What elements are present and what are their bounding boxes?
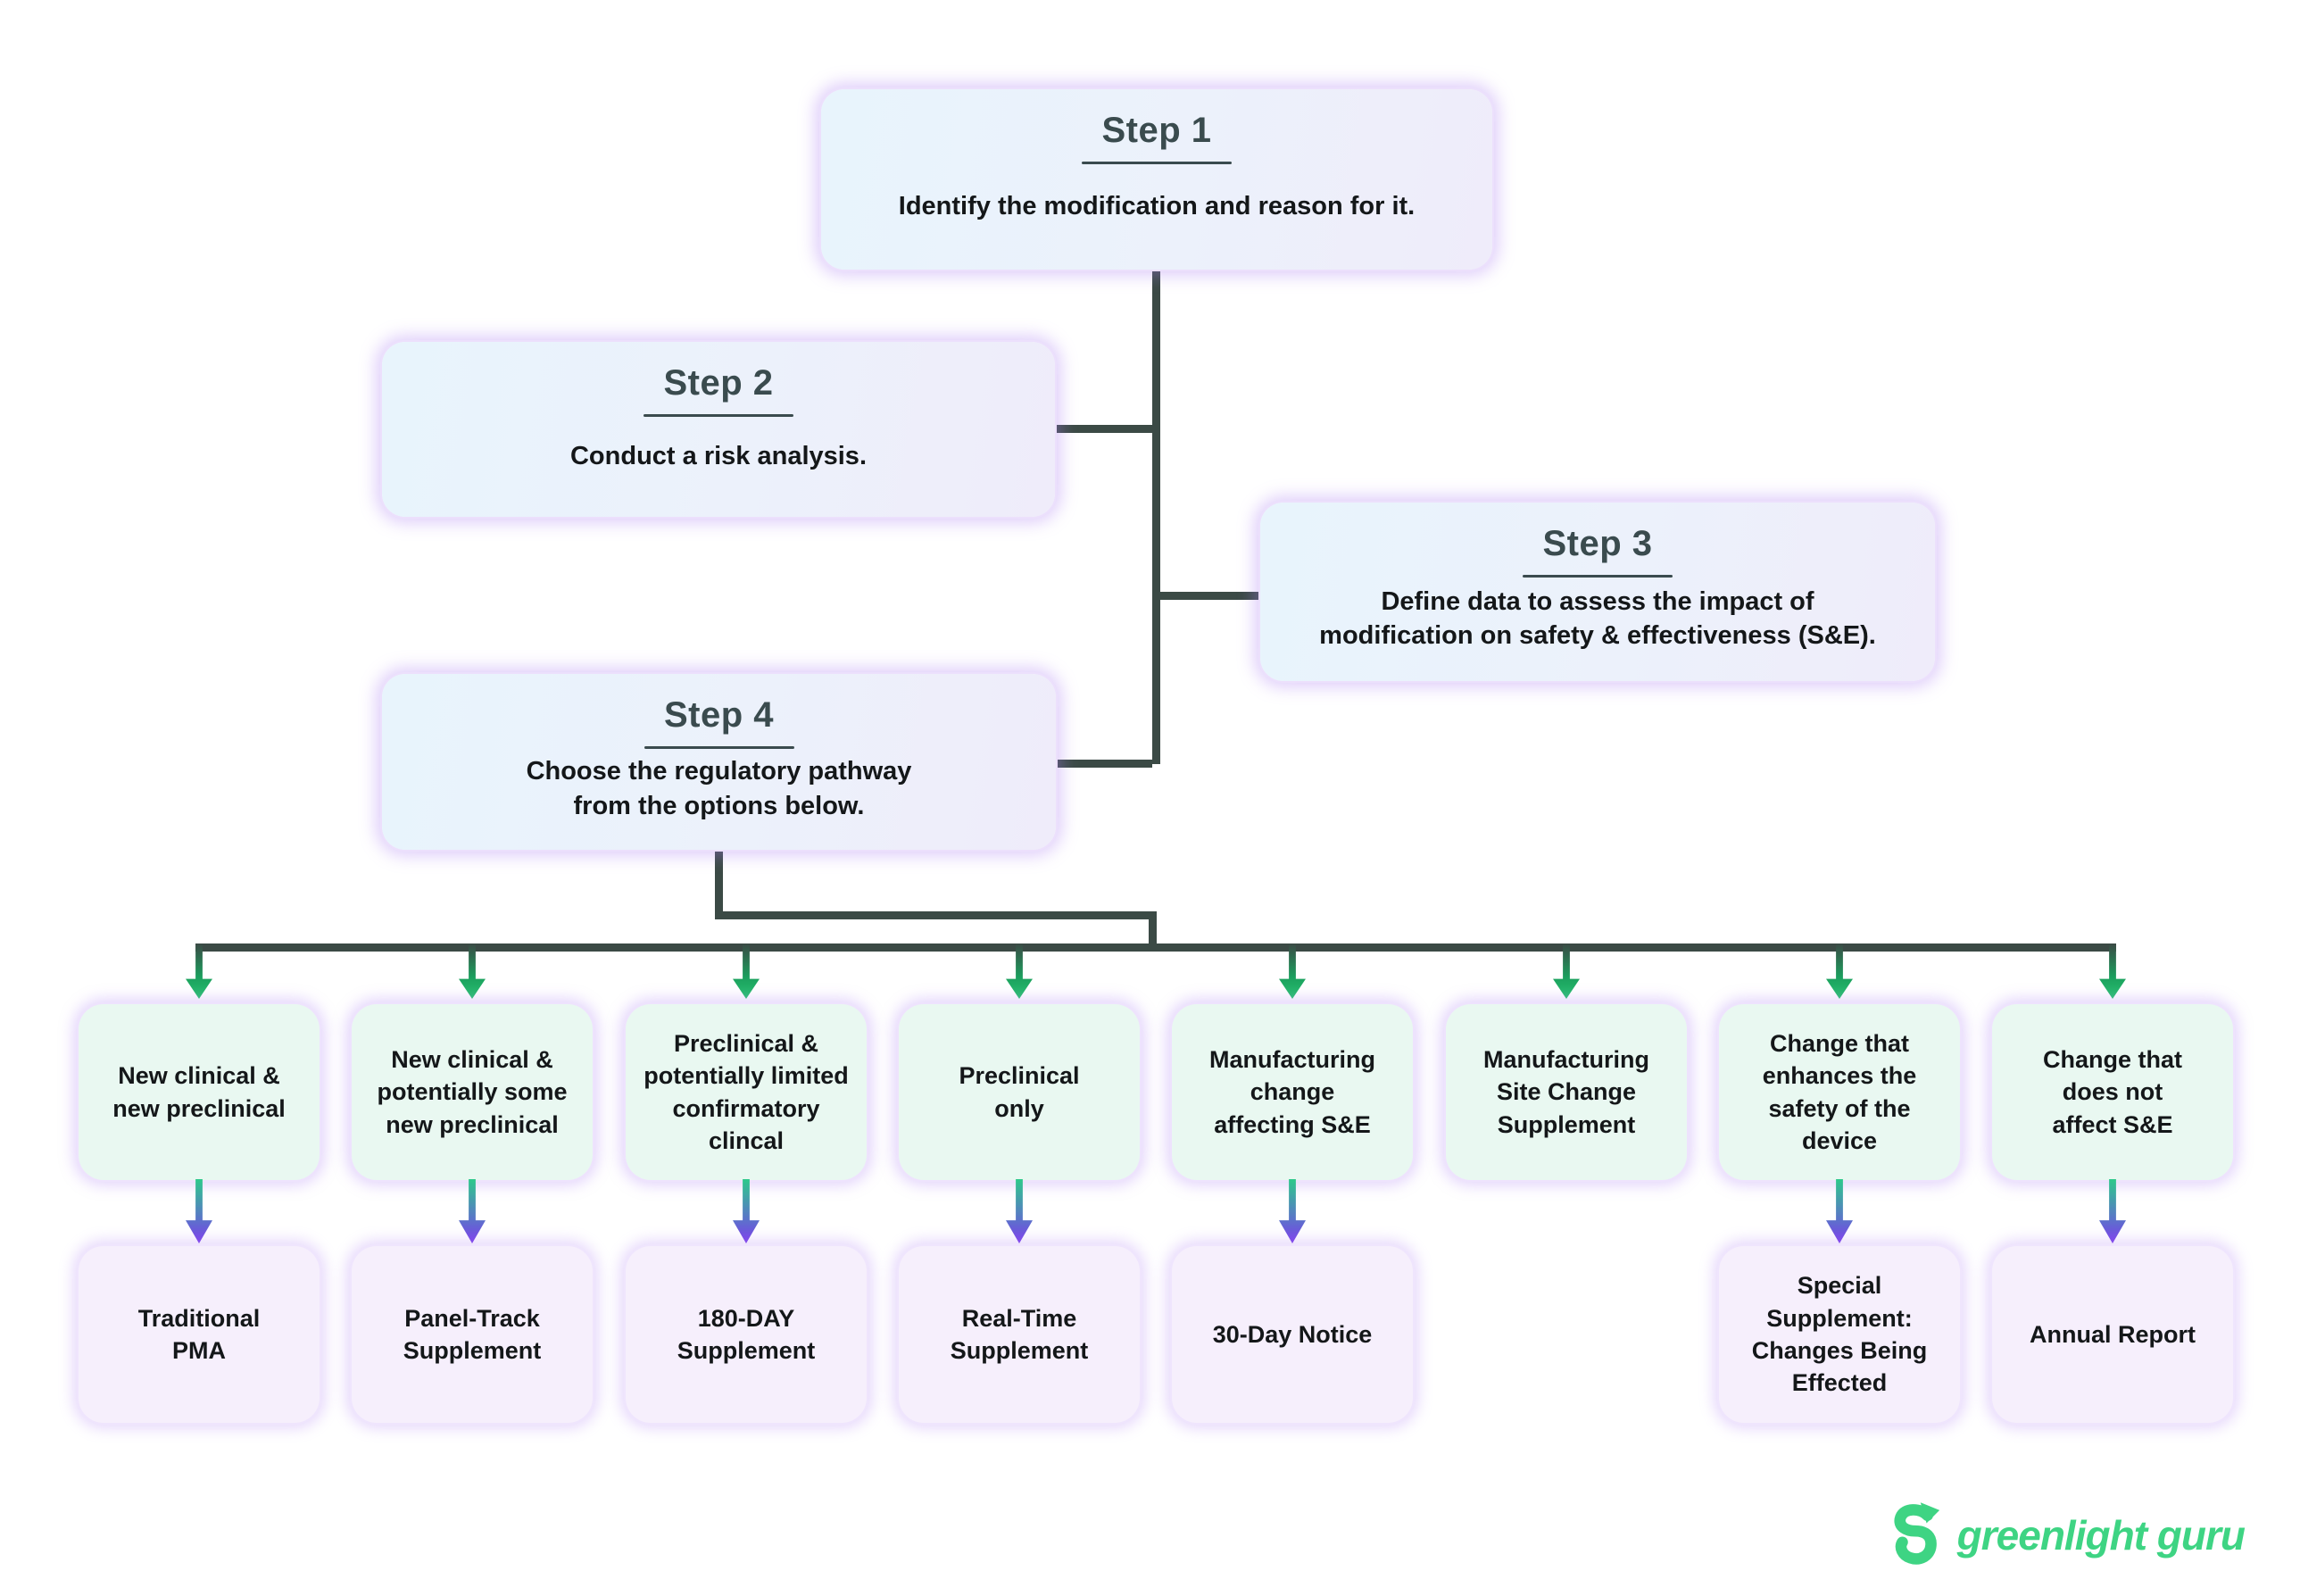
- arrow-down-icon: [1826, 943, 1853, 999]
- result-box-annual-report: Annual Report: [1992, 1246, 2233, 1423]
- arrow-down-icon: [1279, 1179, 1306, 1243]
- step-2-title: Step 2: [663, 363, 774, 403]
- arrow-down-icon: [733, 1179, 760, 1243]
- step-1-title: Step 1: [1101, 111, 1212, 150]
- step-3-title-underline: [1523, 575, 1673, 578]
- step-1-text: Identify the modification and reason for…: [898, 191, 1416, 220]
- connector-line: [1149, 911, 1157, 952]
- greenlight-guru-logo: greenlight guru: [1888, 1501, 2246, 1569]
- arrow-down-icon: [733, 943, 760, 999]
- option-box-new-clinical-some-preclinical: New clinical & potentially some new prec…: [352, 1004, 593, 1180]
- option-box-preclinical-only: Preclinical only: [899, 1004, 1140, 1180]
- step-4-title: Step 4: [663, 695, 775, 735]
- result-box-panel-track-supplement: Panel-Track Supplement: [352, 1246, 593, 1423]
- step-3-text: Define data to assess the impact of modi…: [1319, 586, 1876, 650]
- step-4-box: Step 4 Choose the regulatory pathway fro…: [382, 674, 1056, 850]
- option-box-new-clinical-new-preclinical: New clinical & new preclinical: [79, 1004, 320, 1180]
- step-3-box: Step 3 Define data to assess the impact …: [1260, 503, 1935, 681]
- connector-line: [1055, 425, 1152, 433]
- connector-line: [715, 846, 723, 916]
- connector-line: [1056, 760, 1152, 768]
- step-2-text: Conduct a risk analysis.: [569, 441, 867, 470]
- step-1-title-underline: [1082, 162, 1232, 164]
- arrow-down-icon: [2099, 943, 2126, 999]
- arrow-down-icon: [1006, 943, 1033, 999]
- arrow-down-icon: [459, 943, 486, 999]
- greenlight-guru-wordmark: greenlight guru: [1956, 1512, 2246, 1559]
- arrow-down-icon: [459, 1179, 486, 1243]
- connector-line: [715, 911, 1157, 919]
- step-2-title-underline: [644, 414, 793, 417]
- result-box-traditional-pma: Traditional PMA: [79, 1246, 320, 1423]
- arrow-down-icon: [1553, 943, 1580, 999]
- step-4-text: Choose the regulatory pathway from the o…: [526, 757, 912, 820]
- step-3-title: Step 3: [1542, 524, 1653, 563]
- option-box-change-does-not-affect-se: Change that does not affect S&E: [1992, 1004, 2233, 1180]
- arrow-down-icon: [2099, 1179, 2126, 1243]
- option-box-preclinical-limited-confirmatory: Preclinical & potentially limited confir…: [626, 1004, 867, 1180]
- arrow-down-icon: [186, 943, 212, 999]
- result-box-real-time-supplement: Real-Time Supplement: [899, 1246, 1140, 1423]
- result-box-30-day-notice: 30-Day Notice: [1172, 1246, 1413, 1423]
- result-box-180-day-supplement: 180-DAY Supplement: [626, 1246, 867, 1423]
- step-4-title-underline: [644, 746, 794, 749]
- connector-line: [1152, 268, 1160, 764]
- option-box-manufacturing-change-se: Manufacturing change affecting S&E: [1172, 1004, 1413, 1180]
- arrow-down-icon: [1826, 1179, 1853, 1243]
- step-1-box: Step 1 Identify the modification and rea…: [821, 89, 1492, 270]
- arrow-down-icon: [1279, 943, 1306, 999]
- arrow-down-icon: [1006, 1179, 1033, 1243]
- arrow-down-icon: [186, 1179, 212, 1243]
- option-box-change-enhances-safety: Change that enhances the safety of the d…: [1719, 1004, 1960, 1180]
- result-box-special-supplement: Special Supplement: Changes Being Effect…: [1719, 1246, 1960, 1423]
- option-box-manufacturing-site-change-supplement: Manufacturing Site Change Supplement: [1446, 1004, 1687, 1180]
- greenlight-guru-logo-icon: [1894, 1502, 1939, 1565]
- connector-line: [195, 943, 2116, 952]
- connector-line: [1160, 592, 1260, 600]
- step-2-box: Step 2 Conduct a risk analysis.: [382, 342, 1055, 517]
